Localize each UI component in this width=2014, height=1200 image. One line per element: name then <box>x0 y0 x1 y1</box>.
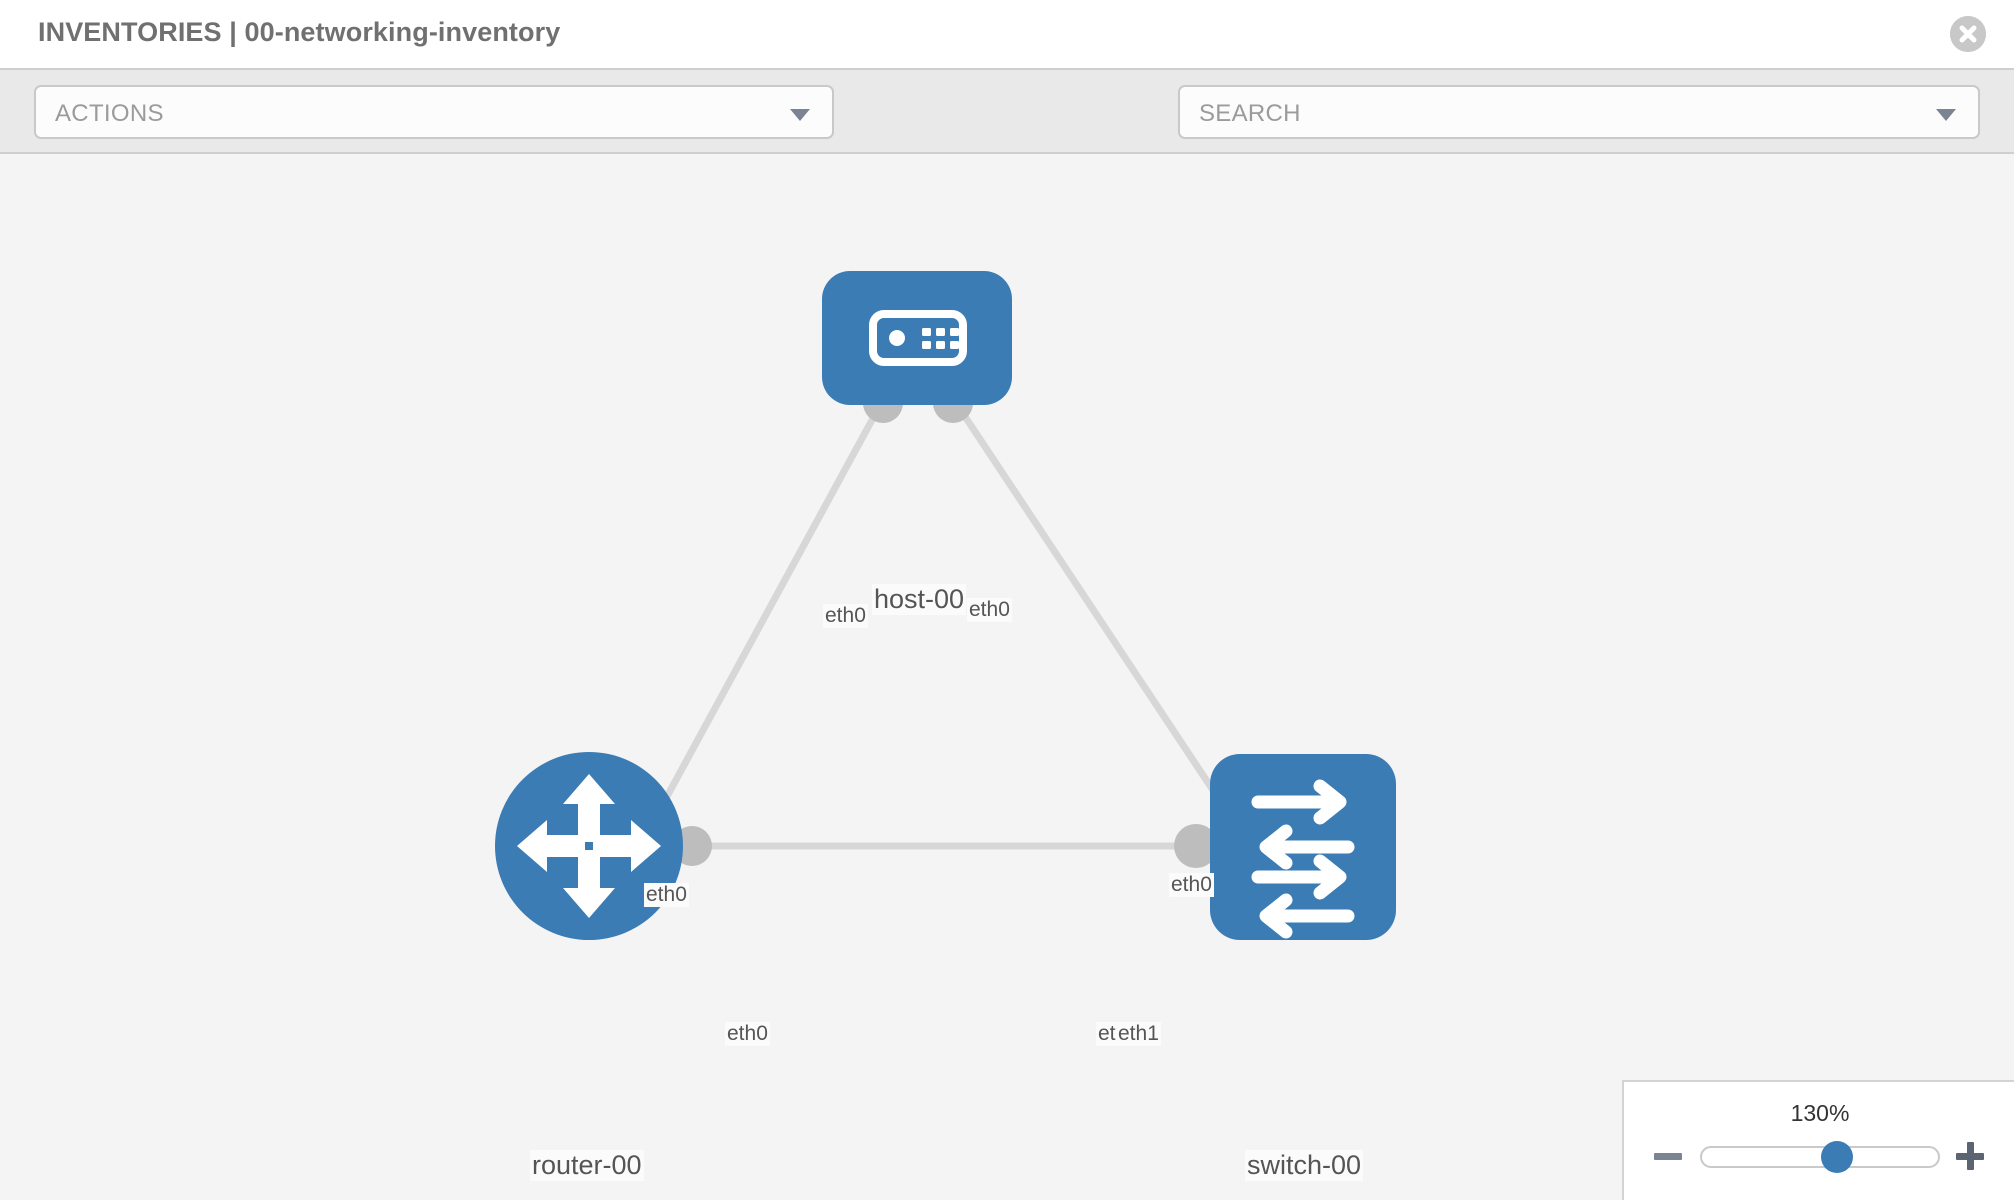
node-label-switch-00: switch-00 <box>1245 1150 1364 1181</box>
node-switch-00[interactable] <box>1210 754 1396 940</box>
topology-links <box>636 407 1253 850</box>
topology-graph <box>495 271 1396 940</box>
close-icon-glyph <box>1950 16 1986 52</box>
search-input-placeholder: SEARCH <box>1199 100 1301 127</box>
node-router-00[interactable] <box>495 752 683 940</box>
zoom-slider-handle[interactable] <box>1820 1141 1853 1173</box>
edge-label-host-switch-dst: eth0 <box>1169 873 1214 897</box>
close-icon[interactable] <box>1950 16 1986 52</box>
chevron-down-icon <box>790 109 810 121</box>
edge-label-router-switch-dst-2: eth1 <box>1116 1022 1161 1046</box>
switch-icon <box>1251 779 1355 939</box>
page-header: INVENTORIES | 00-networking-inventory <box>0 0 2014 68</box>
zoom-level-value: 130% <box>1790 1100 1850 1126</box>
topology-canvas[interactable]: host-00 router-00 switch-00 eth0 eth0 et… <box>0 154 2014 1200</box>
actions-dropdown[interactable]: ACTIONS <box>34 85 834 139</box>
zoom-slider-track[interactable] <box>1700 1141 1940 1173</box>
link-host-router <box>636 407 882 848</box>
edge-label-router-switch-src: eth0 <box>725 1022 770 1046</box>
toolbar: ACTIONS SEARCH <box>0 68 2014 199</box>
chevron-down-icon[interactable] <box>1936 109 1956 121</box>
node-host-00[interactable] <box>822 271 1012 405</box>
search-input[interactable]: SEARCH <box>1178 85 1980 139</box>
link-host-switch <box>957 407 1253 848</box>
node-label-router-00: router-00 <box>530 1150 644 1181</box>
actions-dropdown-label: ACTIONS <box>55 100 164 127</box>
zoom-out-button[interactable] <box>1652 1140 1686 1174</box>
node-label-host-00: host-00 <box>872 584 967 615</box>
endpoint-nub <box>1174 824 1218 868</box>
zoom-in-button[interactable] <box>1954 1140 1988 1174</box>
edge-label-host-router-src: eth0 <box>823 604 868 628</box>
edge-label-host-switch-src: eth0 <box>967 598 1012 622</box>
host-icon <box>869 310 967 366</box>
page-title: INVENTORIES | 00-networking-inventory <box>38 17 561 47</box>
zoom-slider-row <box>1624 1138 2014 1182</box>
edge-label-host-router-dst: eth0 <box>644 883 689 907</box>
router-icon <box>517 774 661 918</box>
zoom-control-panel: 130% <box>1622 1080 2014 1200</box>
